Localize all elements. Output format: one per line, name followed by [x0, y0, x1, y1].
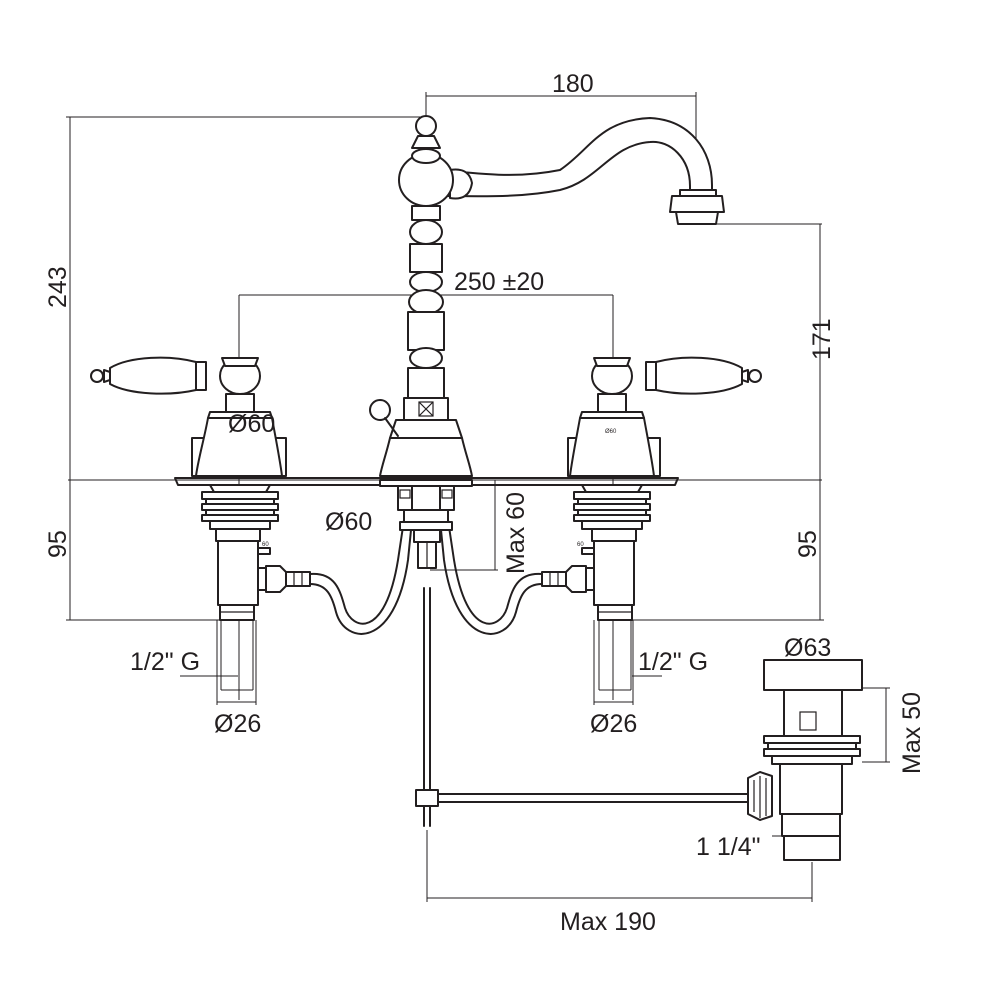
dim-under-deck-right: 95 [794, 530, 822, 558]
dim-under-deck-left: 95 [44, 530, 72, 558]
left-handle [90, 356, 287, 477]
dim-spout-height: 171 [808, 318, 836, 360]
left-valve-mark: 60 [262, 542, 269, 548]
pop-up-waste [747, 659, 863, 861]
dim-left-pipe-diameter: Ø26 [214, 710, 261, 738]
right-valve-mark: 60 [577, 542, 584, 548]
central-column [369, 115, 473, 477]
dim-center-hole-diameter: Ø60 [325, 508, 372, 536]
dim-deck-thickness: Max 60 [502, 492, 530, 574]
right-valve-body [573, 484, 651, 691]
dim-rod-length: Max 190 [560, 908, 656, 936]
dim-total-height: 243 [44, 266, 72, 308]
dim-right-thread: 1/2" G [638, 648, 708, 676]
popup-rod [415, 587, 749, 827]
right-handle [567, 356, 762, 477]
handle-cap-mark: Ø60 [605, 429, 617, 435]
dim-left-thread: 1/2" G [130, 648, 200, 676]
dim-right-pipe-diameter: Ø26 [590, 710, 637, 738]
central-underdeck [379, 479, 473, 569]
dim-handle-spacing: 250 ±20 [454, 268, 544, 296]
deck-plate [174, 477, 679, 486]
dim-waste-thread: 1 1/4" [696, 833, 760, 861]
spout [439, 117, 725, 225]
dim-left-base-diameter: Ø60 [228, 410, 275, 438]
supply-hoses [257, 519, 595, 635]
left-valve-body [201, 484, 279, 691]
dim-waste-height: Max 50 [898, 692, 926, 774]
dim-spout-reach: 180 [552, 70, 594, 98]
dim-waste-diameter: Ø63 [784, 634, 831, 662]
